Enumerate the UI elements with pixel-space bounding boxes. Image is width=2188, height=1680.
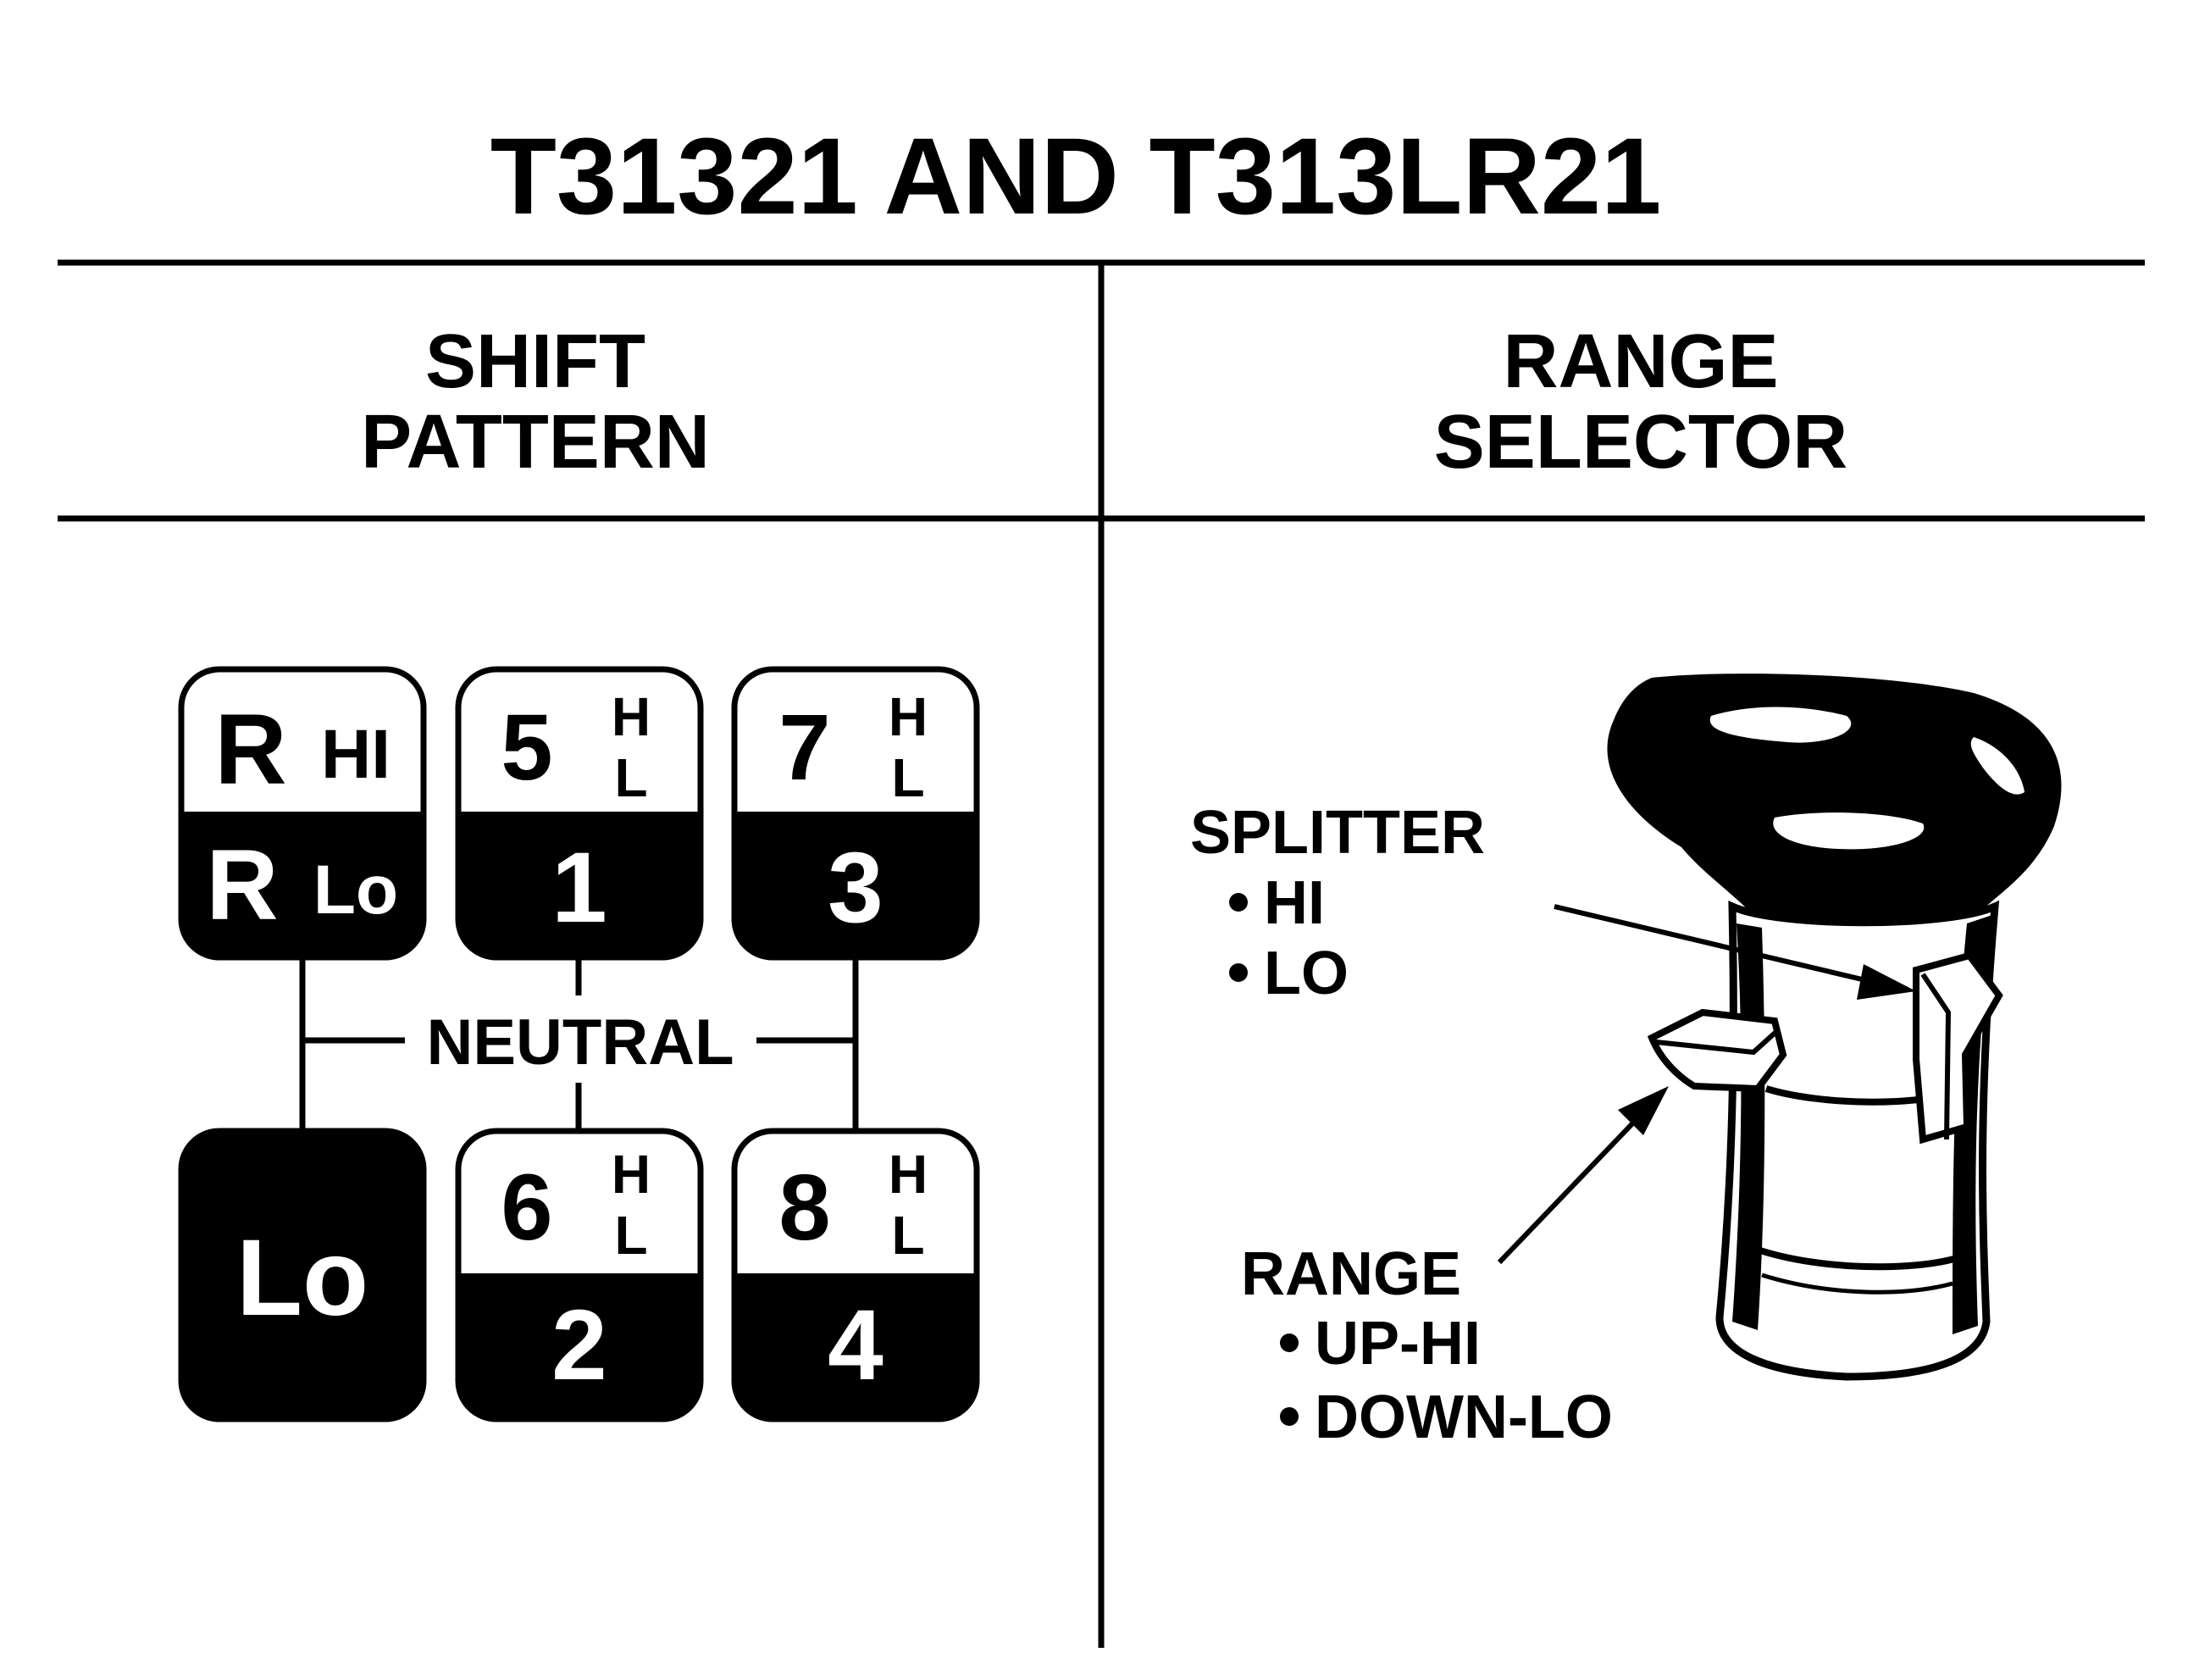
gear-1-number: 1 bbox=[551, 832, 607, 944]
title: T31321 AND T313LR21 bbox=[490, 116, 1662, 237]
gear-box-5-1-border bbox=[455, 666, 704, 961]
splitter-arrowhead bbox=[1857, 964, 1916, 1000]
range-arrow-line bbox=[1497, 1114, 1642, 1265]
gear-r-lo-main: R bbox=[206, 829, 278, 941]
splitter-item-hi: HI bbox=[1264, 869, 1325, 937]
splitter-switch bbox=[1913, 951, 2003, 1145]
range-arrowhead bbox=[1618, 1086, 1669, 1135]
gear-3-number: 3 bbox=[828, 832, 884, 944]
gear-box-8-4-lower-fill bbox=[734, 1273, 977, 1419]
gear-7-hi-mark: H bbox=[889, 686, 928, 747]
gear-r-hi-main: R bbox=[214, 694, 286, 806]
knob-ring-lower bbox=[1756, 1246, 1958, 1271]
gear-box-7-3-border bbox=[731, 666, 980, 961]
header-left-line2: PATTERN bbox=[361, 400, 710, 485]
gear-r-hi-sub: HI bbox=[321, 716, 391, 793]
gear-box-8-4-border bbox=[731, 1128, 980, 1422]
knob-ring-lower-inner bbox=[1761, 1272, 1953, 1295]
range-title: RANGE bbox=[1241, 1240, 1461, 1308]
gear-box-6-2-border bbox=[455, 1128, 704, 1422]
knob-head bbox=[1607, 674, 2062, 923]
gear-7-number: 7 bbox=[778, 696, 830, 800]
gear-box-reverse: R HI R Lo bbox=[178, 666, 427, 961]
gear-5-hi-mark: H bbox=[612, 686, 651, 747]
range-item-up: UP-HI bbox=[1315, 1310, 1481, 1378]
shift-knob-illustration bbox=[1607, 674, 2062, 1381]
gear-5-lo-mark: L bbox=[614, 747, 647, 808]
gear-r-lo-sub: Lo bbox=[313, 851, 398, 929]
knob-highlight-band bbox=[1773, 812, 1925, 850]
range-bullet-up bbox=[1280, 1333, 1299, 1352]
gear-box-7-3: 7 H L 3 bbox=[731, 666, 980, 961]
gear-8-hi-mark: H bbox=[889, 1144, 928, 1205]
header-left-line1: SHIFT bbox=[425, 319, 645, 404]
gear-6-hi-mark: H bbox=[612, 1144, 651, 1205]
gear-6-lo-mark: L bbox=[614, 1205, 647, 1266]
splitter-bullet-lo bbox=[1229, 963, 1248, 982]
gear-box-lo: Lo bbox=[178, 1128, 427, 1422]
gear-8-number: 8 bbox=[778, 1156, 830, 1260]
gear-box-5-1-lower-fill bbox=[458, 812, 701, 957]
splitter-item-lo: LO bbox=[1264, 940, 1349, 1007]
gear-6-number: 6 bbox=[501, 1156, 552, 1260]
knob-highlight-top bbox=[1709, 707, 1852, 743]
splitter-bullet-hi bbox=[1229, 893, 1248, 912]
splitter-arrow-line bbox=[1554, 904, 1877, 985]
table-rules bbox=[58, 259, 2145, 1648]
range-lever-edge bbox=[1655, 1027, 1781, 1056]
range-item-down: DOWN-LO bbox=[1315, 1383, 1613, 1451]
gear-2-number: 2 bbox=[551, 1289, 607, 1401]
knob-highlight-side bbox=[1970, 737, 2025, 795]
splitter-switch-edge bbox=[1920, 973, 1952, 1140]
header-right-line1: RANGE bbox=[1503, 319, 1778, 404]
neutral-label: NEUTRAL bbox=[426, 1006, 734, 1078]
gear-box-lo-bg bbox=[178, 1128, 427, 1422]
splitter-title: SPLITTER bbox=[1190, 799, 1485, 867]
gear-box-reverse-border bbox=[178, 666, 427, 961]
gear-8-lo-mark: L bbox=[891, 1205, 924, 1266]
gear-lo-label: Lo bbox=[236, 1217, 368, 1339]
header-right-line2: SELECTOR bbox=[1434, 400, 1847, 485]
range-bullet-down bbox=[1280, 1407, 1299, 1426]
gear-7-lo-mark: L bbox=[891, 747, 924, 808]
gear-box-5-1: 5 H L 1 bbox=[455, 666, 704, 961]
gear-4-number: 4 bbox=[828, 1289, 884, 1401]
gear-box-7-3-lower-fill bbox=[734, 812, 977, 957]
gear-box-8-4: 8 H L 4 bbox=[731, 1128, 980, 1422]
gear-5-number: 5 bbox=[501, 696, 552, 800]
gear-box-6-2-lower-fill bbox=[458, 1273, 701, 1419]
gear-box-reverse-lower-fill bbox=[181, 812, 424, 957]
gear-box-6-2: 6 H L 2 bbox=[455, 1128, 704, 1422]
callout-arrows bbox=[1497, 904, 1916, 1265]
neutral-gate-lines bbox=[299, 957, 859, 1131]
